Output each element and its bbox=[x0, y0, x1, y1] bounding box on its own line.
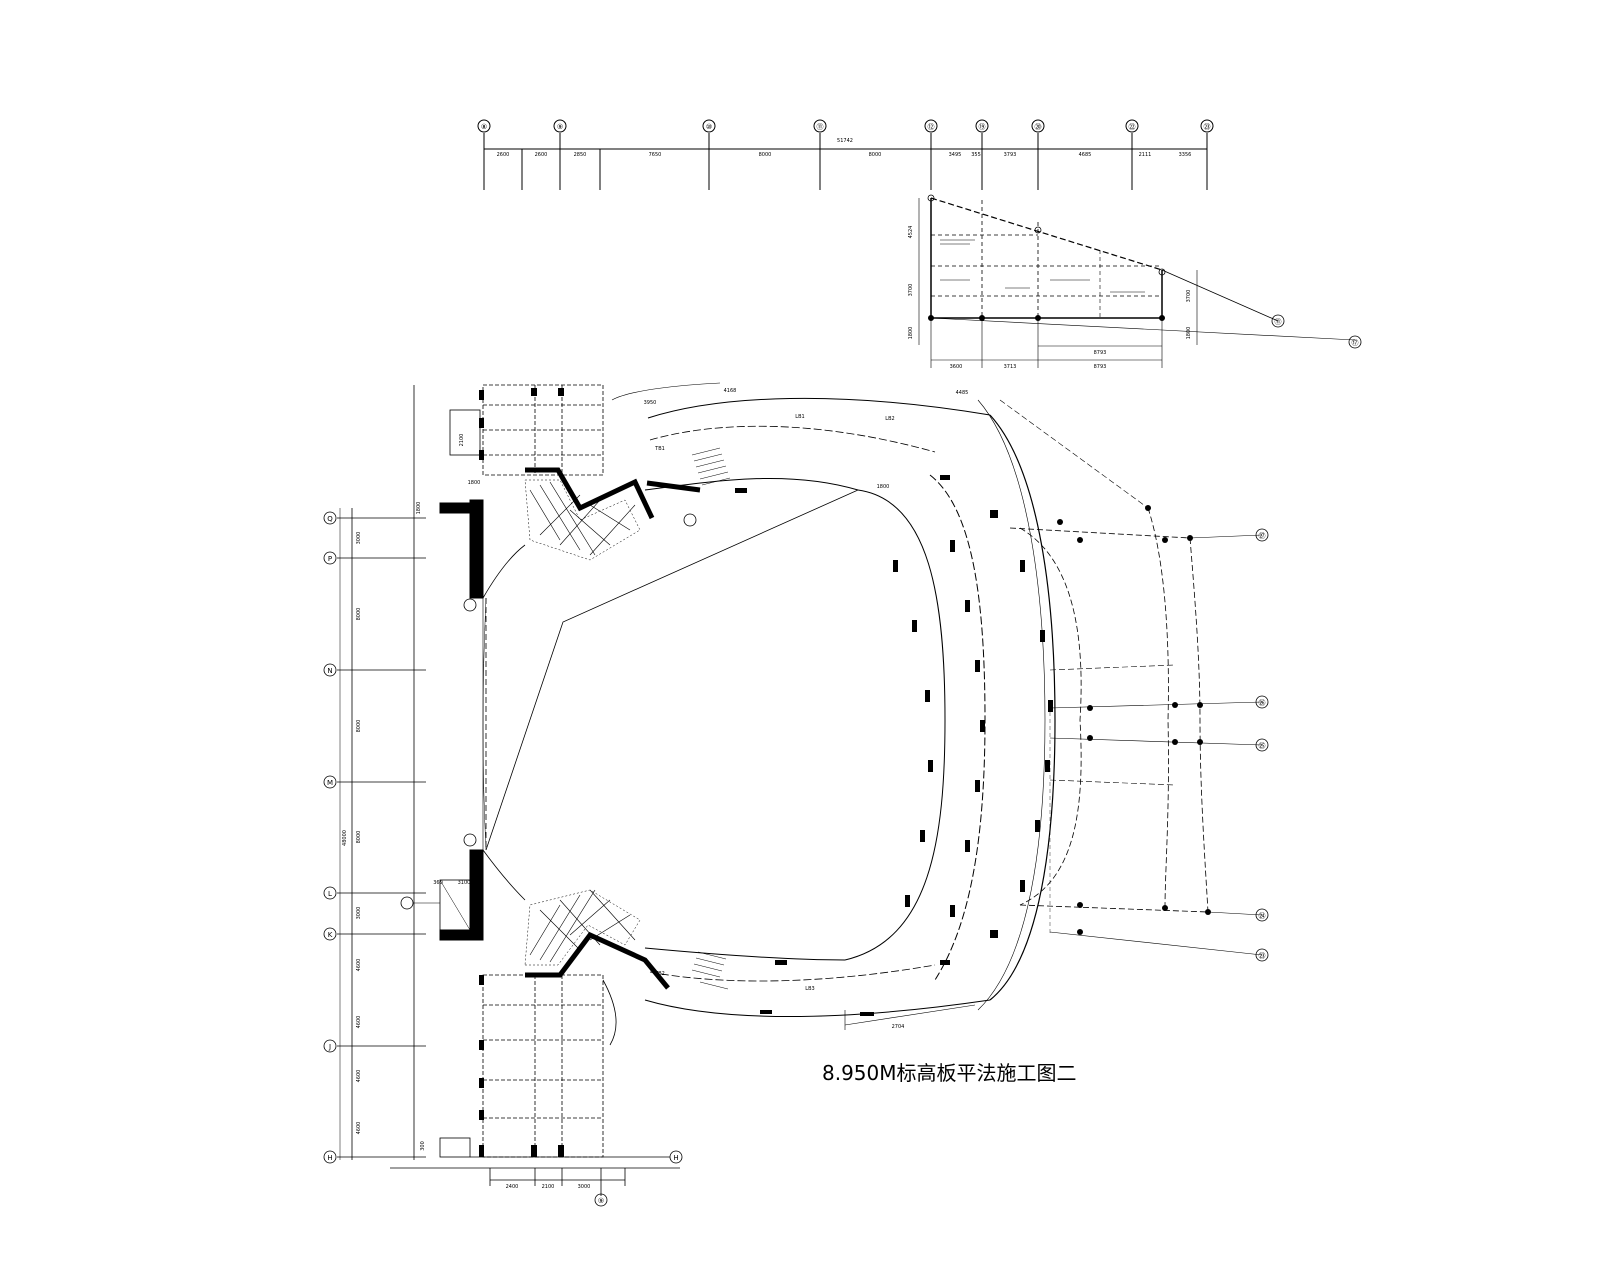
left-axis-label: N bbox=[327, 667, 332, 675]
left-dim: 3000 bbox=[356, 907, 362, 920]
slab-label: LB1 bbox=[795, 414, 804, 420]
curve-dim: 3950 bbox=[644, 400, 657, 406]
left-dim: 8000 bbox=[356, 720, 362, 733]
left-axis-label: Q bbox=[327, 515, 333, 523]
annex-left-dim: 3700 bbox=[908, 284, 914, 297]
top-axis-label: ⑧ bbox=[481, 123, 487, 131]
top-dim: 2111 bbox=[1139, 152, 1152, 158]
top-dim: 8000 bbox=[869, 152, 882, 158]
left-small-dim: 3100 bbox=[458, 880, 471, 886]
annex-bottom-total: 8793 bbox=[1094, 350, 1107, 356]
left-overall-dim: 48000 bbox=[342, 830, 348, 846]
annex-right-dim: 1800 bbox=[1186, 327, 1192, 340]
drawing-title: 8.950M标高板平法施工图二 bbox=[822, 1061, 1077, 1085]
bottom-dim: 2400 bbox=[506, 1184, 519, 1190]
curve-dim: 2704 bbox=[892, 1024, 905, 1030]
annex-bubble: ⑰ bbox=[1352, 339, 1359, 347]
top-dim: 355 bbox=[971, 152, 981, 158]
annex-bubble: ⑪ bbox=[1275, 318, 1282, 326]
top-dim: 3356 bbox=[1179, 152, 1192, 158]
left-dim: 8000 bbox=[356, 831, 362, 844]
slab-label: LB2 bbox=[885, 416, 894, 422]
right-axis-label: ㉕ bbox=[1259, 742, 1266, 750]
top-axis-label: ㉓ bbox=[1204, 123, 1211, 131]
top-axis-label: ⑲ bbox=[979, 123, 986, 131]
bottom-dim: 2100 bbox=[542, 1184, 555, 1190]
top-dim: 2600 bbox=[535, 152, 548, 158]
bottom-right-bubble: H bbox=[673, 1154, 678, 1162]
left-grid-axis bbox=[323, 385, 426, 1164]
left-dim: 4600 bbox=[356, 1016, 362, 1029]
top-axis-label: ⑪ bbox=[817, 123, 824, 131]
left-small-dim: 1800 bbox=[468, 480, 481, 486]
left-axis-label: M bbox=[327, 779, 333, 787]
left-dim: 8000 bbox=[356, 608, 362, 621]
annex-right-dim: 3700 bbox=[1186, 290, 1192, 303]
top-dim: 3495 bbox=[949, 152, 962, 158]
top-axis-label: ⑳ bbox=[1035, 123, 1042, 131]
top-dim: 3793 bbox=[1004, 152, 1017, 158]
left-small-dim: 360 bbox=[433, 880, 443, 886]
top-dim: 4685 bbox=[1079, 152, 1092, 158]
top-dim: 7650 bbox=[649, 152, 662, 158]
top-dim: 2850 bbox=[574, 152, 587, 158]
left-small-dim: 2100 bbox=[459, 434, 465, 447]
top-dim: 2600 bbox=[497, 152, 510, 158]
left-axis-label: L bbox=[328, 890, 332, 898]
left-small-dim: 300 bbox=[420, 1141, 426, 1151]
left-dim: 4600 bbox=[356, 1070, 362, 1083]
left-dim: 4600 bbox=[356, 1122, 362, 1135]
right-axis-label: ㉗ bbox=[1259, 532, 1266, 540]
left-axis-label: P bbox=[328, 555, 332, 563]
curve-dim: 4485 bbox=[956, 390, 969, 396]
bottom-grid-axis bbox=[390, 1150, 683, 1207]
bottom-axis-bubble: ⑨ bbox=[598, 1197, 604, 1205]
top-axis-label: ⑩ bbox=[706, 123, 712, 131]
top-axis-label: ⑨ bbox=[557, 123, 563, 131]
left-axis-label: J bbox=[328, 1043, 331, 1051]
left-small-dim: 1800 bbox=[416, 502, 422, 515]
top-grid-axis bbox=[477, 119, 1214, 190]
left-axis-label: K bbox=[328, 931, 333, 939]
left-axis-label: H bbox=[327, 1154, 332, 1162]
main-slab-structure bbox=[400, 382, 1056, 1158]
bottom-dim: 3000 bbox=[578, 1184, 591, 1190]
left-dim: 3000 bbox=[356, 532, 362, 545]
right-axis-label: ㉔ bbox=[1259, 912, 1266, 920]
curve-dim: 4168 bbox=[724, 388, 737, 394]
annex-left-dim: 4524 bbox=[908, 226, 914, 239]
top-axis-label: ㉒ bbox=[1129, 123, 1136, 131]
curve-dim: 1800 bbox=[877, 484, 890, 490]
annex-bottom-dim: 8793 bbox=[1094, 364, 1107, 370]
top-dim: 8000 bbox=[759, 152, 772, 158]
top-axis-label: ⑫ bbox=[928, 123, 935, 131]
right-axis-label: ㉖ bbox=[1259, 699, 1266, 707]
top-overall-dim: 51742 bbox=[837, 138, 853, 144]
annex-left-dim: 1800 bbox=[908, 327, 914, 340]
right-radial-grid bbox=[999, 399, 1269, 962]
annex-bottom-dim: 3713 bbox=[1004, 364, 1017, 370]
slab-label: TB1 bbox=[654, 446, 665, 452]
annex-bottom-dim: 3600 bbox=[950, 364, 963, 370]
slab-label: LB3 bbox=[805, 986, 814, 992]
slab-label: TB2 bbox=[654, 971, 665, 977]
annex-slab-plan bbox=[918, 194, 1362, 368]
right-axis-label: ㉓ bbox=[1259, 952, 1266, 960]
left-dim: 4600 bbox=[356, 959, 362, 972]
